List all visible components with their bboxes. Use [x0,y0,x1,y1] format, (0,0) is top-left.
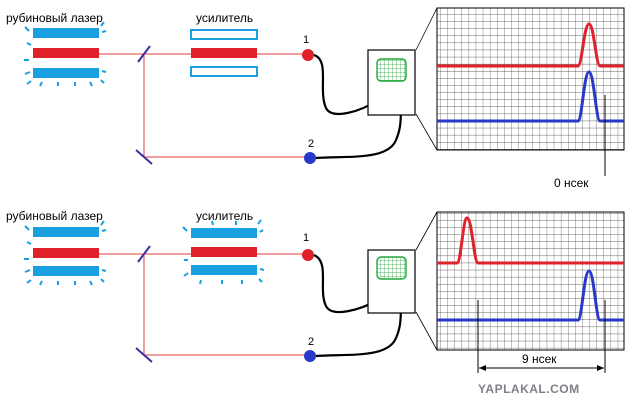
time-label: 0 нсек [554,176,589,190]
mirror [135,347,153,363]
scope-zoom-view [436,211,625,373]
ruby-laser [24,220,107,286]
channel-1-label: 1 [303,34,309,46]
panel-bottom: рубиновый лазер усилитель [6,209,625,373]
watermark: YAPLAKAL.COM [478,382,580,396]
interval-label: 9 нсек [522,352,557,366]
beam-splitter [137,245,151,263]
detector-2 [304,350,316,362]
arrow-head-left [479,365,486,371]
trace-red [437,22,624,68]
beam-splitter [137,45,151,63]
arrow-head-right [597,365,604,371]
amplifier [190,29,258,77]
amplifier-label: усилитель [196,209,253,223]
scope-zoom-view [436,7,625,176]
flash-rays [24,220,107,286]
laser-label: рубиновый лазер [6,11,103,25]
channel-2-label: 2 [308,336,314,348]
oscilloscope [367,7,438,151]
laser-label: рубиновый лазер [6,209,103,223]
channel-2-label: 2 [308,138,314,150]
flash-rays [182,219,265,285]
amplifier [182,219,265,285]
trace-blue [437,269,624,322]
flash-rays [24,21,107,87]
trace-red [437,216,624,265]
amplifier-label: усилитель [196,11,253,25]
scope-screen [376,58,407,82]
ruby-laser [24,21,107,87]
oscilloscope [367,211,438,351]
mirror [135,149,153,165]
scope-screen [376,256,407,280]
channel-1-label: 1 [303,232,309,244]
detector-2 [304,152,316,164]
panel-top: рубиновый лазер усилитель [6,7,625,190]
detector-1 [302,49,314,61]
trace-blue [437,70,624,123]
detector-1 [302,249,314,261]
